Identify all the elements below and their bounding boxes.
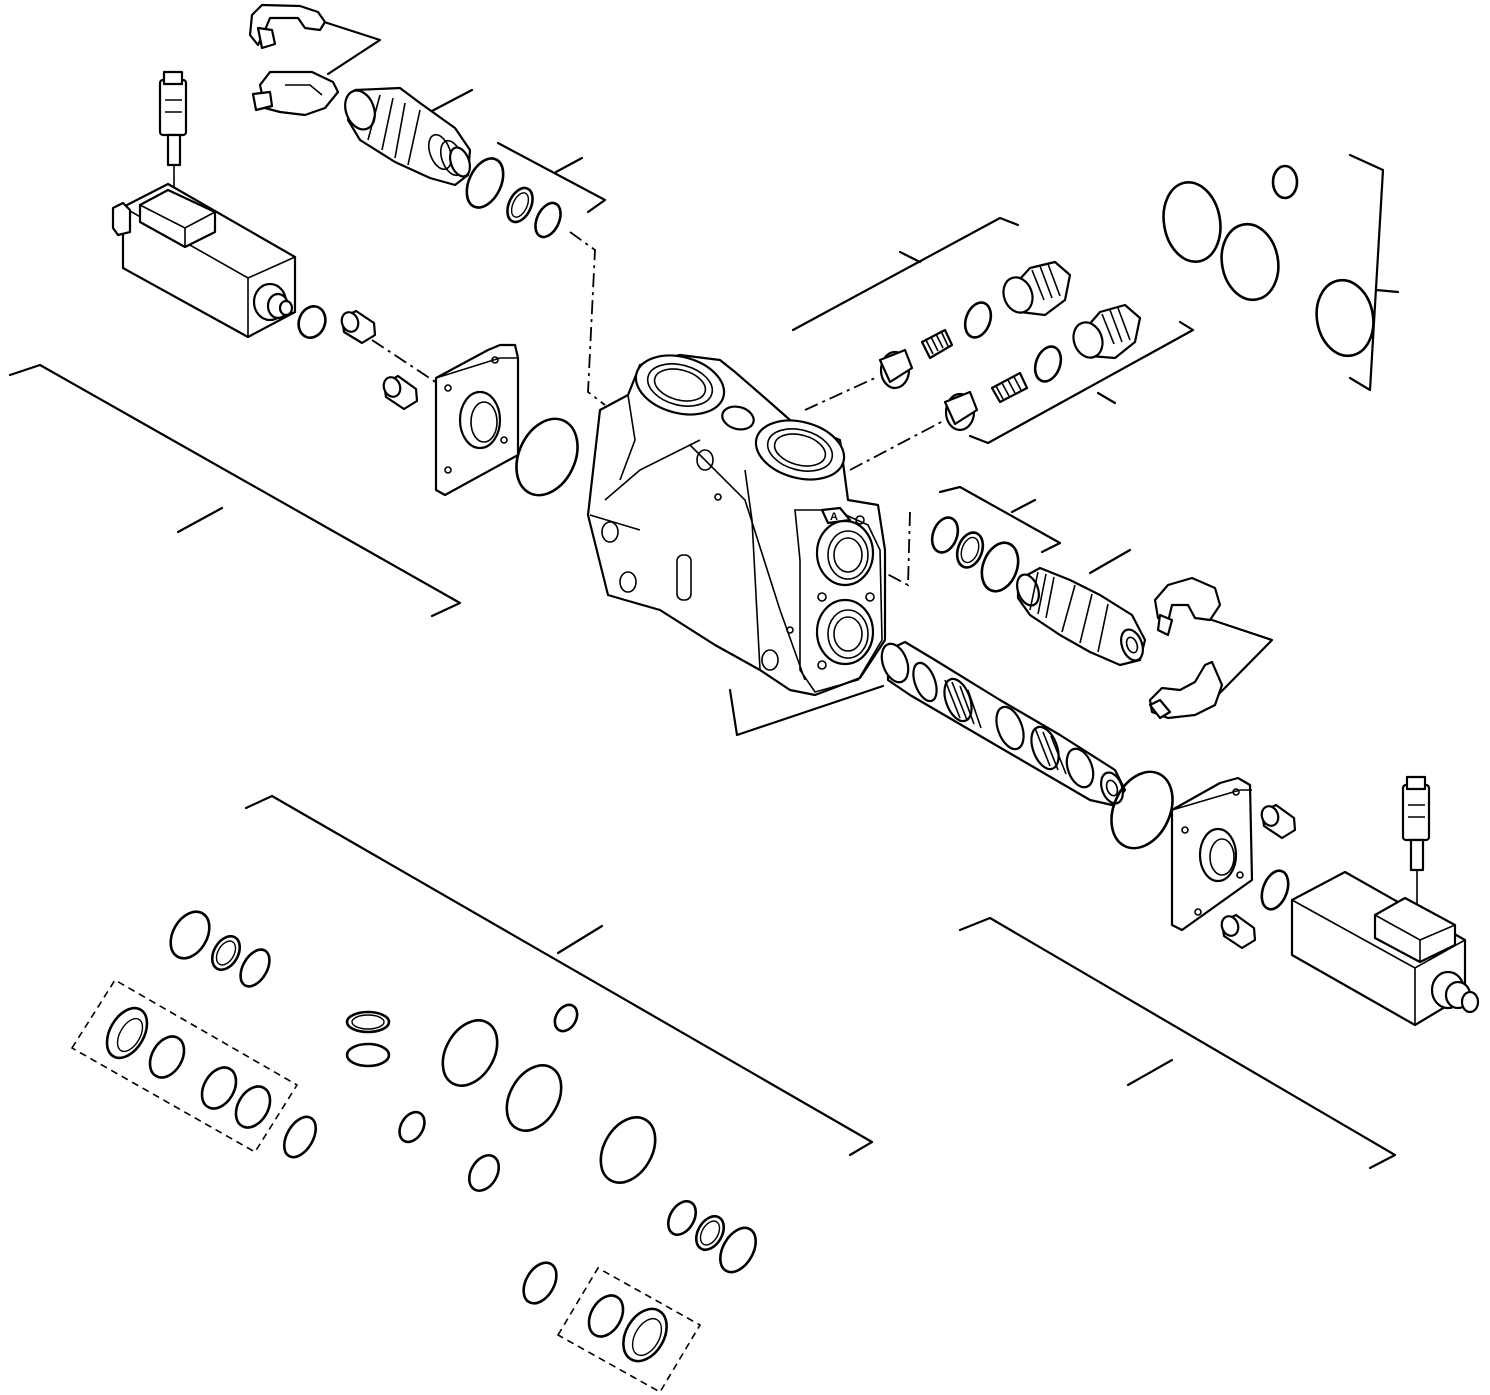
- seal-wiper-left: [105, 1006, 149, 1060]
- bracket-right-clips: [1210, 618, 1274, 702]
- o-ring-right-small: [1271, 164, 1299, 200]
- check-poppet-upper: [878, 348, 914, 390]
- seal-ring-10: [398, 1110, 426, 1144]
- centerline-left-screws: [371, 339, 441, 386]
- seal-ring-15: [599, 1116, 657, 1184]
- seal-ring-5: [200, 1066, 238, 1110]
- o-ring-top-1: [465, 157, 505, 209]
- o-ring-right-large-1: [1162, 181, 1222, 263]
- bracket-top-orings: [496, 141, 607, 214]
- seal-group-right-outline: [556, 1266, 702, 1394]
- connector-plug-right: [1401, 783, 1431, 842]
- port-upper-right: [754, 419, 846, 481]
- seal-ring-11: [441, 1019, 499, 1087]
- centerline-top-cartridge: [569, 231, 606, 406]
- leader-top-orings: [554, 156, 584, 174]
- screw-right-lower: [1220, 913, 1257, 950]
- relief-cartridge-top: [344, 86, 472, 187]
- check-spring-upper: [920, 328, 954, 360]
- seal-group-left-outline: [70, 978, 299, 1154]
- solenoid-left: [111, 70, 297, 339]
- spool: [880, 640, 1127, 807]
- seal-ring-4: [148, 1035, 186, 1079]
- seal-ring-14: [467, 1154, 501, 1192]
- seal-kit: [70, 910, 757, 1394]
- seal-ring-6: [234, 1085, 272, 1129]
- relief-cartridge-right: [1016, 566, 1147, 667]
- connector-plug-left: [158, 78, 188, 137]
- o-ring-mid-3: [980, 541, 1020, 593]
- leader-brackets: [8, 18, 1400, 1170]
- bracket-right-solenoid-leader: [1126, 1058, 1174, 1087]
- seal-wiper-right: [622, 1307, 668, 1363]
- seal-ring-20: [587, 1294, 625, 1338]
- seal-ring-13: [553, 1003, 579, 1033]
- o-ring-mid-1: [930, 516, 960, 554]
- centerline-check-lower: [849, 419, 946, 471]
- o-ring-left-solenoid: [297, 305, 327, 339]
- seal-ring-18: [719, 1226, 757, 1274]
- o-ring-right-solenoid: [1260, 869, 1290, 911]
- seal-ring-8: [345, 1010, 391, 1034]
- o-ring-top-2: [506, 186, 534, 224]
- seal-ring-19: [522, 1261, 558, 1305]
- port-mark-plate: [820, 506, 852, 525]
- check-plug-upper: [1002, 260, 1072, 317]
- seal-ring-7: [282, 1115, 318, 1159]
- leader-right-orings: [1374, 288, 1400, 294]
- flange-plate-left: [434, 343, 520, 497]
- bracket-right-solenoid: [958, 916, 1397, 1170]
- seal-ring-1: [169, 910, 211, 960]
- check-poppet-lower: [943, 390, 979, 432]
- bracket-check-lower: [968, 320, 1195, 445]
- check-spring-lower: [990, 371, 1029, 404]
- bracket-left-solenoid: [8, 363, 462, 618]
- port-mark-label: A: [830, 511, 838, 523]
- clip-top-lower: [251, 70, 340, 117]
- bracket-check-upper: [791, 216, 1020, 332]
- bracket-seal-kit: [244, 794, 874, 1157]
- leader-right-cartridge: [1088, 548, 1132, 575]
- solenoid-right: [1290, 775, 1480, 1027]
- clip-top-upper: [248, 3, 327, 50]
- o-ring-spool-end: [1110, 770, 1174, 850]
- o-ring-left-flange: [515, 417, 579, 497]
- bracket-mid-orings: [938, 485, 1062, 554]
- leader-check-lower: [1096, 391, 1117, 405]
- seal-ring-2: [210, 934, 242, 972]
- bracket-top-clips: [316, 18, 382, 76]
- clip-right-upper: [1153, 576, 1222, 637]
- centerline-check-upper: [804, 377, 876, 411]
- seal-ring-12: [505, 1064, 563, 1132]
- screw-left-lower: [382, 374, 419, 411]
- o-ring-check-upper: [963, 301, 993, 339]
- check-plug-lower: [1072, 303, 1142, 360]
- bracket-left-solenoid-leader: [176, 506, 224, 534]
- screw-right-upper: [1260, 803, 1297, 840]
- valve-body: A: [586, 353, 887, 697]
- flange-plate-right: [1170, 776, 1254, 932]
- o-ring-right-large-2: [1220, 222, 1280, 302]
- port-upper-left: [634, 354, 726, 416]
- seal-ring-3: [239, 948, 271, 988]
- bracket-right-orings: [1348, 153, 1385, 392]
- o-ring-right-large-3: [1315, 278, 1375, 358]
- screw-left-upper: [340, 309, 377, 345]
- seal-ring-9: [345, 1042, 391, 1068]
- leader-top-cartridge: [428, 88, 474, 114]
- o-ring-mid-2: [955, 531, 985, 569]
- leader-check-upper: [898, 250, 922, 264]
- clip-right-lower: [1148, 660, 1224, 720]
- bracket-seal-kit-leader: [556, 924, 604, 955]
- seal-ring-16: [666, 1199, 698, 1237]
- o-ring-top-3: [534, 201, 562, 239]
- leader-mid-orings: [1010, 498, 1037, 514]
- o-ring-check-lower: [1033, 345, 1063, 383]
- bracket-spool: [728, 684, 885, 737]
- seal-ring-17: [694, 1214, 726, 1252]
